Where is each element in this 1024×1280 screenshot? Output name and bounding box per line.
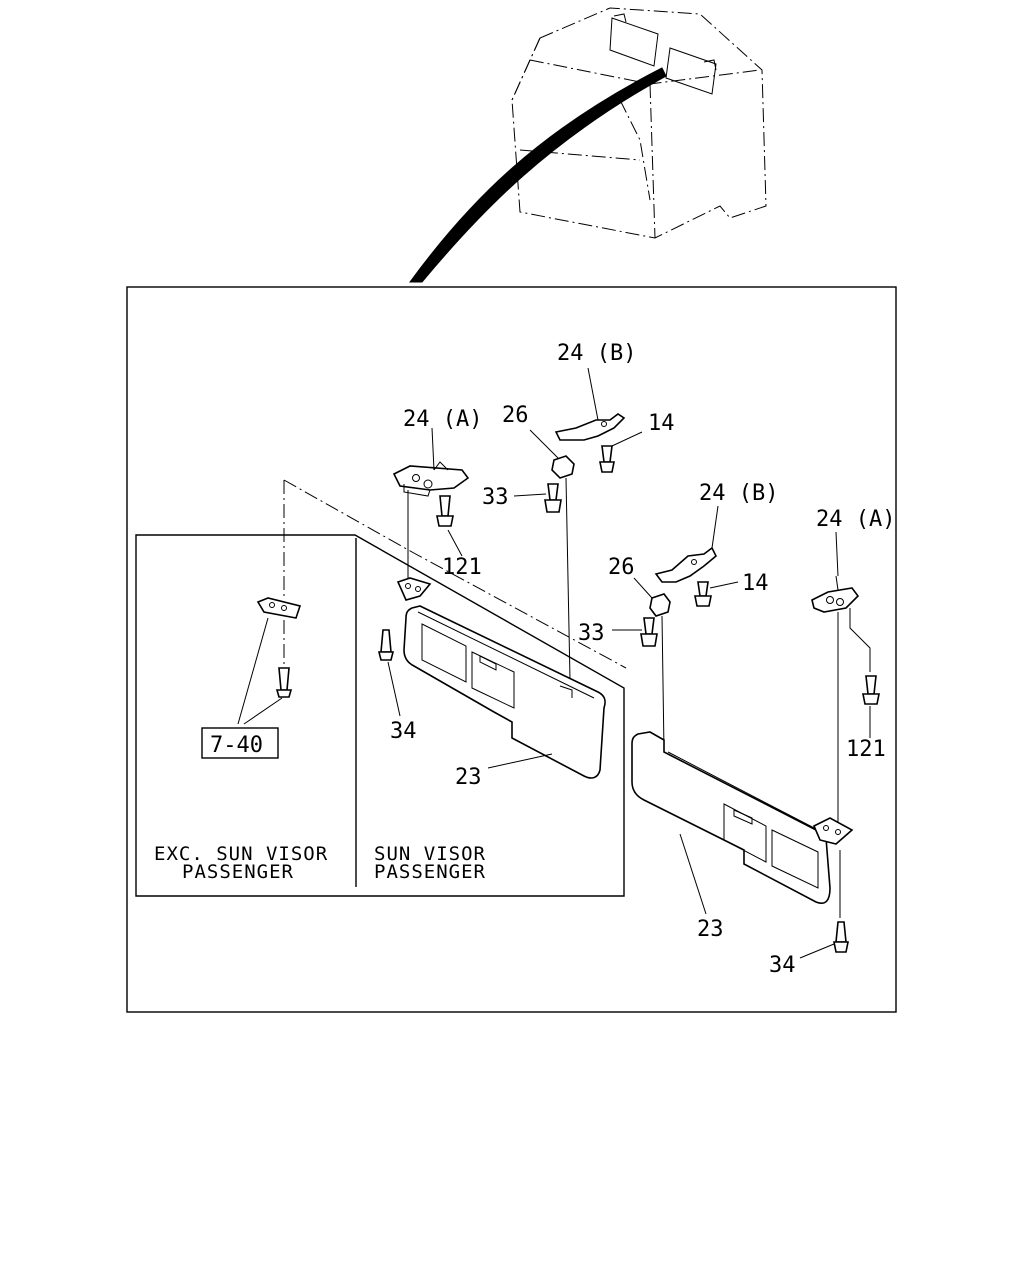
exc-bracket-plate [256, 480, 302, 698]
callout-24a-left: 24 (A) [403, 407, 482, 432]
screw-33-right [640, 617, 658, 647]
screw-34-left [377, 629, 395, 661]
right-hinge-bracket [811, 575, 860, 613]
callout-14-mid: 14 [742, 571, 769, 596]
callout-24b-mid: 24 (B) [699, 481, 778, 506]
cab-silhouette [511, 7, 767, 239]
screw-121-left [436, 495, 454, 527]
callout-26-mid: 26 [608, 555, 635, 580]
detail-leader [409, 67, 667, 283]
ref-box [201, 727, 279, 759]
screw-14-right [694, 581, 712, 607]
diagram-frame [126, 286, 897, 1013]
callout-14-top: 14 [648, 411, 675, 436]
screw-34-right [833, 921, 849, 953]
ref-box-label: 7-40 [210, 733, 263, 758]
screw-14-left [599, 445, 615, 473]
callout-23-left: 23 [455, 765, 482, 790]
left-hinge-retainer [554, 413, 626, 441]
callout-23-right: 23 [697, 917, 724, 942]
callout-121-left: 121 [442, 555, 482, 580]
callout-24a-right: 24 (A) [816, 507, 895, 532]
screw-33-left [544, 483, 562, 513]
clip-26-right [649, 593, 671, 617]
callout-34-right: 34 [769, 953, 796, 978]
callout-121-right: 121 [846, 737, 886, 762]
screw-121-right [862, 675, 880, 705]
left-hinge-bracket [392, 461, 470, 497]
callout-26-top: 26 [502, 403, 529, 428]
callout-34-left: 34 [390, 719, 417, 744]
leader-lines [387, 367, 871, 959]
right-sun-visor [631, 731, 854, 904]
left-sun-visor [396, 577, 606, 779]
sun-variant-line1: SUN VISOR [374, 843, 486, 865]
callout-33-mid: 33 [578, 621, 605, 646]
callout-33-top: 33 [482, 485, 509, 510]
exc-variant-line2: PASSENGER [182, 861, 294, 883]
exc-variant-line1: EXC. SUN VISOR [154, 843, 328, 865]
clip-26-left [551, 455, 575, 479]
sun-variant-line2: PASSENGER [374, 861, 486, 883]
variant-inset [135, 534, 625, 897]
right-hinge-retainer [654, 546, 717, 583]
callout-24b-top: 24 (B) [557, 341, 636, 366]
